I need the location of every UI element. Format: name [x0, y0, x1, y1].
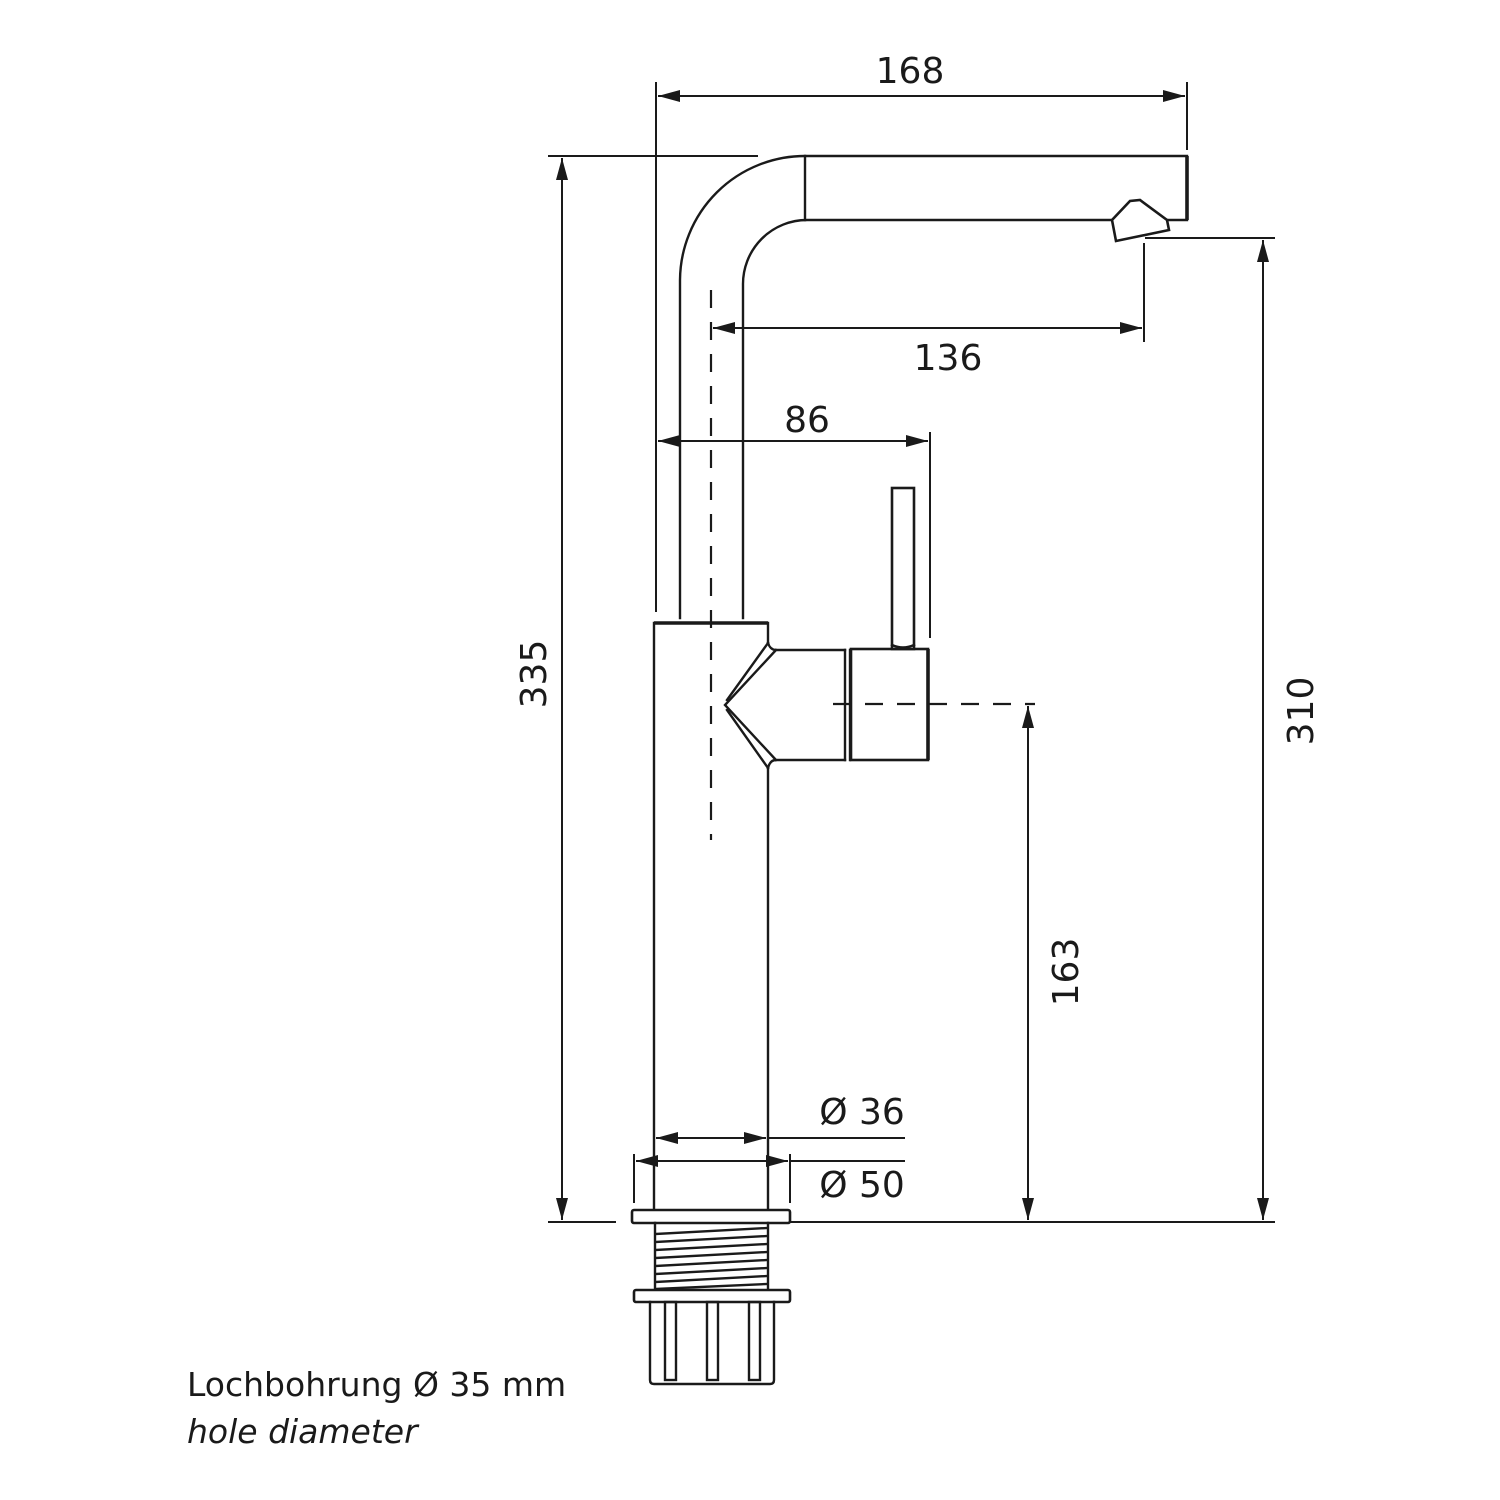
dim-label-d50: Ø 50 [819, 1165, 905, 1206]
lever-handle-base [890, 643, 916, 649]
dimension-body-diameter: Ø 36 [656, 1092, 905, 1144]
dimension-spout-reach: 136 [713, 322, 1142, 379]
dim-label-86: 86 [784, 400, 830, 441]
dimension-total-height: 335 [514, 158, 568, 1220]
dim-label-335: 335 [514, 640, 555, 709]
spout-outer-curve [678, 154, 1189, 620]
dim-label-d36: Ø 36 [819, 1092, 905, 1133]
dim-label-136: 136 [914, 338, 983, 379]
sleeve-rib-1 [663, 1300, 678, 1382]
dim-label-163: 163 [1046, 938, 1087, 1007]
dim-label-310: 310 [1281, 677, 1322, 746]
fixing-nut-plate [632, 1288, 792, 1304]
lever-handle [890, 486, 916, 651]
dimension-lever-offset: 86 [658, 400, 928, 447]
faucet-outline [630, 154, 1189, 1386]
sleeve-rib-2 [705, 1300, 720, 1382]
extension-lines [548, 82, 1275, 1223]
dimension-outlet-height: 310 [1257, 240, 1322, 1220]
hole-diameter-note: Lochbohrung Ø 35 mm [187, 1365, 567, 1404]
lever-socket-outer [723, 641, 847, 770]
dimension-total-width: 168 [658, 51, 1185, 102]
mounting-thread [653, 1221, 770, 1292]
spout-inner-curve [741, 218, 1114, 620]
dimension-base-diameter: Ø 50 [636, 1155, 905, 1206]
aerator [1110, 198, 1171, 243]
dim-label-168: 168 [876, 51, 945, 92]
base-flange [630, 1208, 792, 1225]
hole-diameter-note-en: hole diameter [187, 1412, 418, 1451]
sleeve-rib-3 [747, 1300, 762, 1382]
lever-cartridge [849, 647, 930, 762]
dimension-lever-height: 163 [1022, 706, 1087, 1220]
lever-socket-inner [725, 641, 770, 770]
fixing-sleeve [648, 1300, 776, 1386]
